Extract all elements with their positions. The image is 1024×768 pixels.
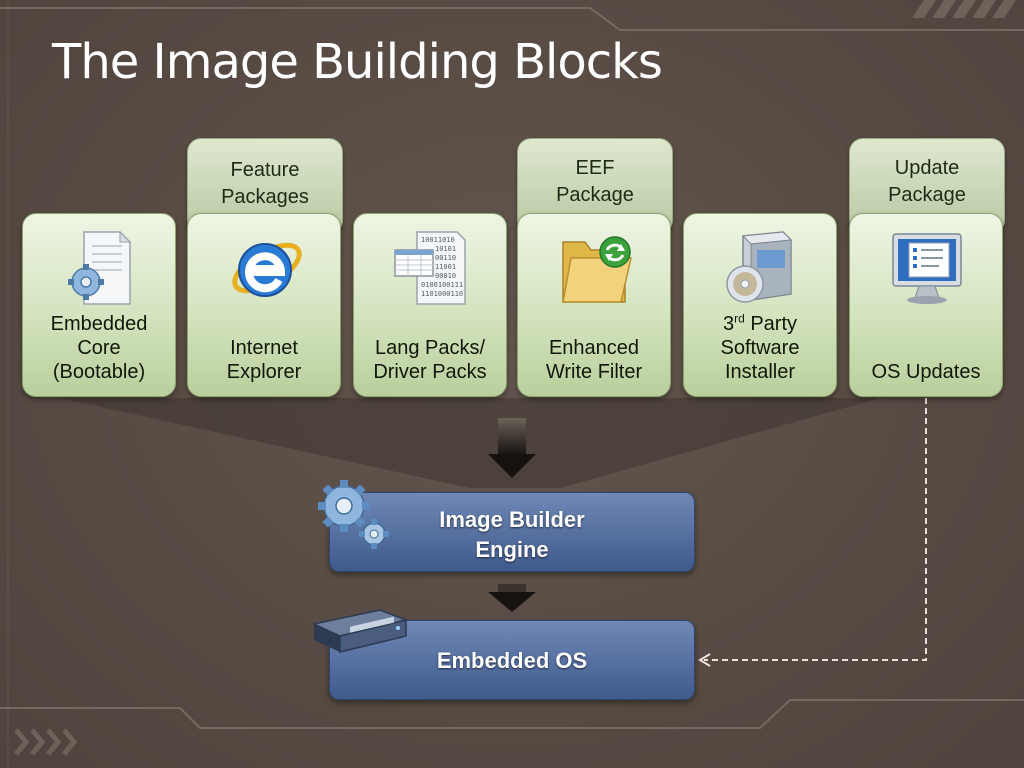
software-installer-icon — [726, 231, 793, 303]
card-label: Embedded Core (Bootable) — [50, 313, 148, 383]
arrow-to-engine — [488, 418, 536, 478]
binary-line: 00010 — [435, 272, 456, 280]
binary-document-icon: 10011010 10101 00110 11001 00010 0100100… — [394, 231, 466, 305]
binary-line: 10011010 — [421, 236, 455, 244]
card-label: Enhanced Write Filter — [545, 337, 643, 383]
tab-label: EEF Package — [556, 157, 634, 206]
monitor-updates-icon — [892, 233, 962, 304]
update-dashed-arrowhead — [698, 653, 711, 667]
card-label: OS Updates — [871, 361, 981, 383]
binary-line: 11001 — [435, 263, 456, 271]
corner-chevrons-bottom — [14, 728, 78, 756]
gears-icon — [318, 480, 389, 549]
arrow-to-os — [488, 584, 536, 612]
device-icon — [311, 609, 409, 653]
binary-line: 00110 — [435, 254, 456, 262]
card-internet-explorer: Internet Explorer — [187, 213, 341, 397]
card-label-line: 3rd Party — [722, 311, 798, 335]
engine-label: Image Builder Engine — [439, 507, 585, 562]
corner-stripes-top — [912, 0, 1016, 18]
tab-label: Update Package — [888, 157, 966, 206]
gear-document-icon — [68, 230, 132, 305]
card-third-party-installer: 3rd Party Software Installer — [683, 213, 837, 397]
card-embedded-core: Embedded Core (Bootable) — [22, 213, 176, 397]
card-lang-packs: 10011010 10101 00110 11001 00010 0100100… — [353, 213, 507, 397]
card-enhanced-write-filter: Enhanced Write Filter — [517, 213, 671, 397]
card-os-updates: OS Updates — [849, 213, 1003, 397]
card-label: 3rd Party Software Installer — [684, 312, 836, 384]
binary-line: 1101000110 — [421, 290, 463, 298]
update-dashed-line — [704, 398, 927, 661]
frame-line-top — [0, 7, 1024, 31]
internet-explorer-icon — [232, 242, 302, 297]
frame-line-bottom — [0, 699, 1024, 729]
folder-refresh-icon — [562, 236, 632, 303]
funnel-shadow — [60, 398, 880, 488]
binary-line: 0100100111 — [421, 281, 463, 289]
card-label: Internet Explorer — [226, 337, 302, 383]
embedded-os-label: Embedded OS — [436, 648, 588, 673]
binary-line: 10101 — [435, 245, 456, 253]
image-builder-engine-box: Image Builder Engine — [329, 492, 695, 572]
page-title: The Image Building Blocks — [52, 34, 663, 90]
card-label: Lang Packs/ Driver Packs — [373, 337, 487, 383]
tab-label: Feature Packages — [221, 159, 309, 208]
